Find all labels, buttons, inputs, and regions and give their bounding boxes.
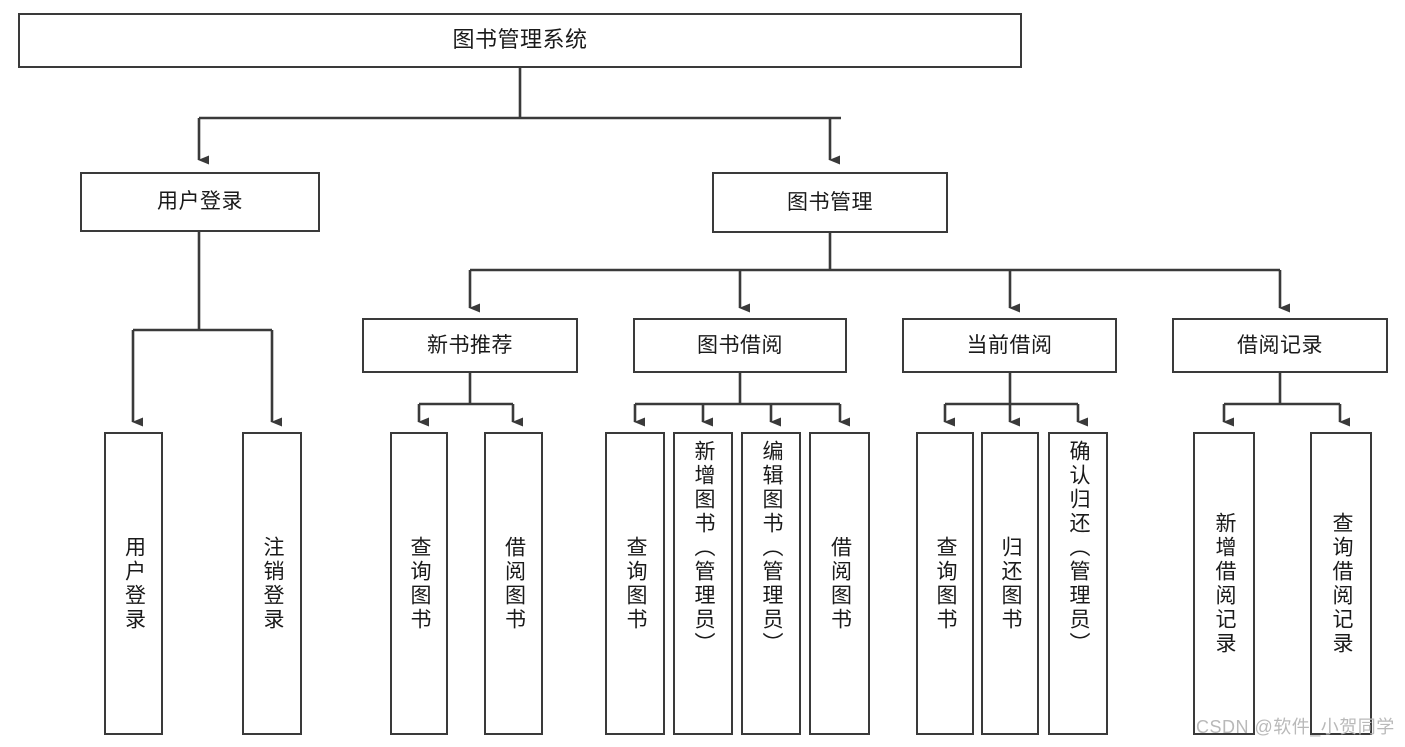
node-label: 借阅记录: [1237, 333, 1323, 357]
node-leaf-query-book-borrow[interactable]: 查询图书: [605, 432, 665, 735]
node-label: 用户登录: [157, 190, 243, 214]
node-user-login[interactable]: 用户登录: [80, 172, 320, 232]
node-leaf-query-book-recommend[interactable]: 查询图书: [390, 432, 448, 735]
node-leaf-confirm-return-admin[interactable]: 确认归还（管理员）: [1048, 432, 1108, 735]
node-borrow-record[interactable]: 借阅记录: [1172, 318, 1388, 373]
node-leaf-logout-login[interactable]: 注销登录: [242, 432, 302, 735]
node-label: 确认归还（管理员）: [1067, 440, 1091, 656]
node-label: 借阅图书: [828, 535, 852, 632]
node-label: 编辑图书（管理员）: [760, 440, 784, 656]
node-current-borrow[interactable]: 当前借阅: [902, 318, 1117, 373]
node-book-borrow[interactable]: 图书借阅: [633, 318, 847, 373]
node-label: 注销登录: [261, 535, 285, 632]
node-new-book-recommend[interactable]: 新书推荐: [362, 318, 578, 373]
node-leaf-borrow-book-recommend[interactable]: 借阅图书: [484, 432, 543, 735]
node-leaf-edit-book-admin[interactable]: 编辑图书（管理员）: [741, 432, 801, 735]
node-leaf-return-book[interactable]: 归还图书: [981, 432, 1039, 735]
node-label: 查询图书: [624, 535, 648, 632]
node-label: 图书借阅: [697, 333, 783, 357]
node-root-book-management-system[interactable]: 图书管理系统: [18, 13, 1022, 68]
node-leaf-borrow-book[interactable]: 借阅图书: [809, 432, 870, 735]
node-label: 查询图书: [408, 535, 432, 632]
node-label: 当前借阅: [966, 333, 1053, 357]
node-label: 新增图书（管理员）: [692, 440, 716, 656]
node-leaf-query-book-current[interactable]: 查询图书: [916, 432, 974, 735]
node-label: 用户登录: [122, 535, 146, 632]
node-label: 图书管理系统: [452, 27, 588, 53]
node-label: 查询借阅记录: [1330, 511, 1354, 656]
node-leaf-query-borrow-record[interactable]: 查询借阅记录: [1310, 432, 1372, 735]
node-label: 查询图书: [934, 535, 958, 632]
node-leaf-add-book-admin[interactable]: 新增图书（管理员）: [673, 432, 733, 735]
node-label: 归还图书: [999, 535, 1023, 632]
node-label: 新增借阅记录: [1213, 511, 1237, 656]
node-label: 图书管理: [787, 190, 873, 214]
node-label: 新书推荐: [427, 333, 513, 357]
node-leaf-user-login[interactable]: 用户登录: [104, 432, 163, 735]
node-book-management[interactable]: 图书管理: [712, 172, 948, 233]
node-leaf-add-borrow-record[interactable]: 新增借阅记录: [1193, 432, 1255, 735]
node-label: 借阅图书: [502, 535, 526, 632]
